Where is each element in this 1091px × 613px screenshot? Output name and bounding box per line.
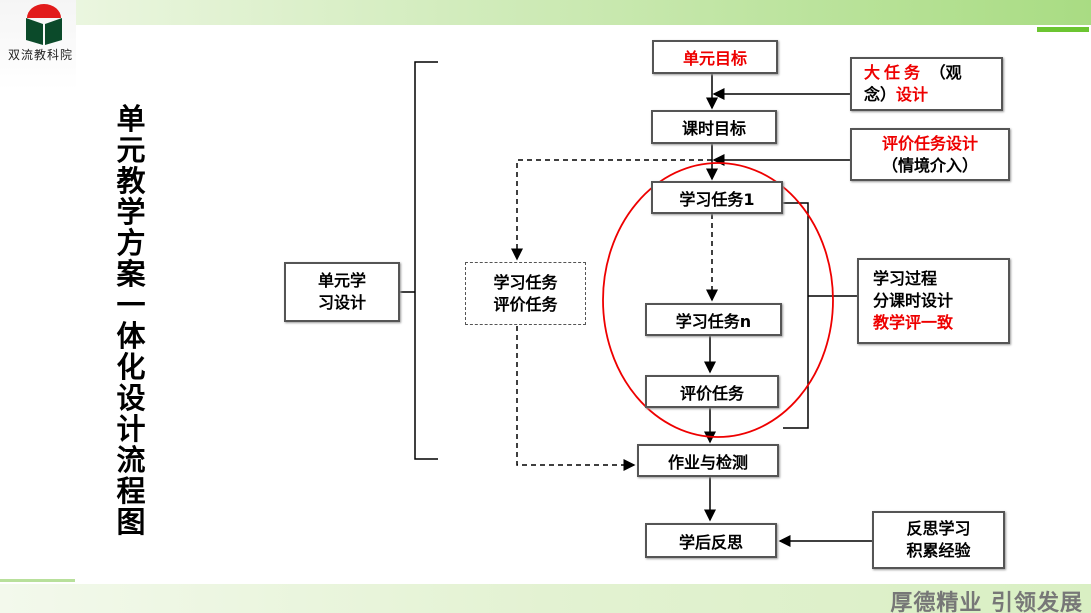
eval-design-black: （情境介入） (881, 155, 978, 175)
homework-box: 作业与检测 (637, 444, 779, 477)
unit-design-line2: 习设计 (317, 293, 366, 312)
footer-line (0, 579, 75, 582)
page-title: 单元教学方案一体化设计流程图 (116, 102, 146, 539)
eval-task-box: 评价任务 (645, 375, 779, 408)
big-task-box: 大任务 （观 念）设计 (850, 57, 1003, 111)
dashed-task-box: 学习任务 评价任务 (465, 262, 586, 325)
reflect-line1: 反思学习 (906, 519, 971, 538)
taskn-box: 学习任务n (645, 303, 782, 336)
big-task-black2: 念） (864, 85, 897, 104)
process-box: 学习过程 分课时设计 教学评一致 (857, 258, 1010, 344)
eval-design-red: 评价任务设计 (881, 133, 978, 153)
footer-band (0, 584, 1091, 613)
dashed-line2: 评价任务 (493, 294, 558, 314)
big-task-red: 大任务 (864, 63, 925, 82)
dashed-line1: 学习任务 (493, 272, 558, 292)
big-task-black: （观 (929, 63, 962, 82)
unit-design-box: 单元学 习设计 (284, 262, 400, 322)
process-line3: 教学评一致 (873, 313, 954, 332)
process-line1: 学习过程 (873, 269, 938, 288)
process-line2: 分课时设计 (873, 291, 954, 310)
lesson-goal-box: 课时目标 (651, 110, 777, 144)
book-logo-icon (26, 4, 62, 45)
header-band (25, 0, 1091, 25)
unit-design-line1: 单元学 (317, 271, 366, 290)
reflect-line2: 积累经验 (906, 541, 971, 560)
highlight-ellipse (602, 162, 834, 438)
logo: 双流教科院 (0, 0, 76, 90)
reflection-box: 学后反思 (645, 523, 777, 558)
unit-goal-box: 单元目标 (652, 40, 778, 74)
task1-box: 学习任务1 (651, 181, 783, 214)
big-task-red2: 设计 (896, 85, 929, 104)
logo-text: 双流教科院 (8, 48, 74, 62)
header-accent (1037, 27, 1089, 32)
eval-design-box: 评价任务设计 （情境介入） (850, 128, 1010, 181)
motto: 厚德精业 引领发展 (890, 591, 1083, 613)
reflect-box: 反思学习 积累经验 (872, 511, 1005, 569)
